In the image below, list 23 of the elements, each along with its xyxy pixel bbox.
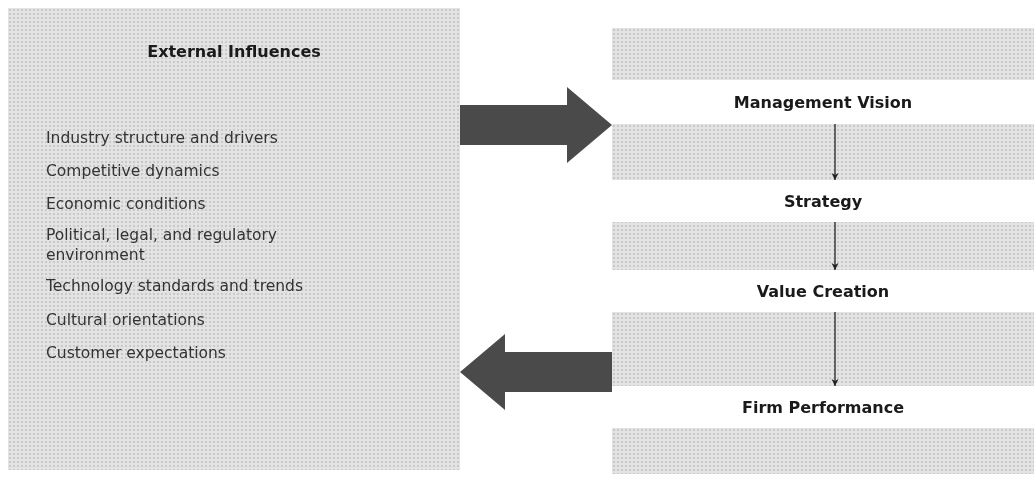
panel	[8, 8, 460, 470]
step-label: Firm Performance	[741, 397, 905, 417]
list-item: Political, legal, and regulatory environment	[46, 225, 279, 265]
panel	[612, 28, 1034, 474]
list-item: Cultural orientations	[46, 310, 206, 330]
list-item: Customer expectations	[46, 343, 227, 363]
process-band	[612, 80, 1034, 124]
panel-heading: External Influences	[146, 42, 322, 61]
list-item: Technology standards and trends	[46, 276, 304, 296]
step-label: Strategy	[783, 191, 863, 211]
arrow	[831, 311, 839, 387]
process-band	[612, 386, 1034, 428]
arrow	[831, 221, 839, 271]
arrow	[831, 123, 839, 181]
process-band	[612, 270, 1034, 312]
process-band	[612, 180, 1034, 222]
list-item: Industry structure and drivers	[46, 128, 279, 148]
step-label: Value Creation	[756, 281, 890, 301]
step-label: Management Vision	[733, 92, 913, 112]
list-item: Economic conditions	[46, 194, 207, 214]
block-arrow	[460, 87, 612, 163]
list-item: Competitive dynamics	[46, 161, 221, 181]
block-arrow	[460, 334, 612, 410]
